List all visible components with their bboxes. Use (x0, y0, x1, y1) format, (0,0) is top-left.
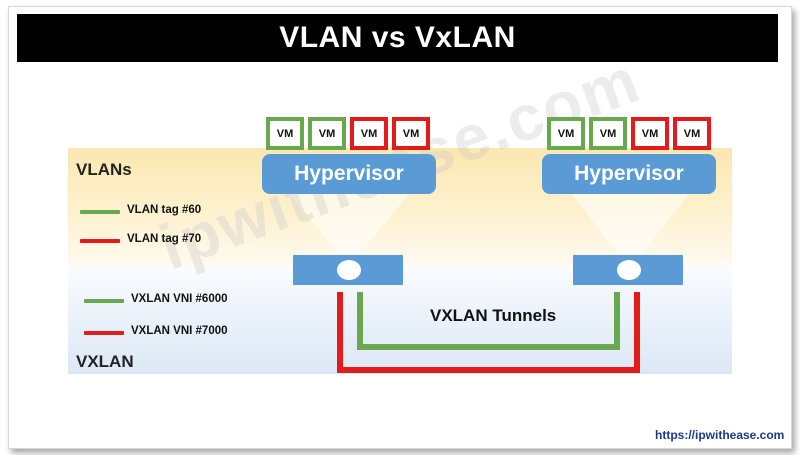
legend-line-vni-6000 (84, 299, 124, 303)
funnel-right (570, 193, 690, 255)
legend-vni-6000: VXLAN VNI #6000 (131, 293, 228, 305)
vm-right-2: VM (589, 117, 627, 150)
vtep-switch-right (573, 255, 683, 285)
legend-line-vlan-70 (80, 239, 120, 243)
tunnel-red (337, 292, 640, 373)
vxlan-section-label: VXLAN (76, 352, 134, 371)
funnel-left (288, 193, 410, 255)
vm-left-1: VM (266, 117, 304, 150)
hypervisor-left: Hypervisor (262, 154, 436, 194)
tunnel-green (357, 292, 620, 350)
legend-line-vni-7000 (84, 331, 124, 335)
legend-line-vlan-60 (80, 210, 120, 214)
legend-vlan-70: VLAN tag #70 (127, 233, 202, 245)
vm-right-1: VM (547, 117, 585, 150)
hypervisor-right: Hypervisor (542, 154, 716, 194)
page-title: VLAN vs VxLAN (279, 21, 516, 54)
tunnel-label: VXLAN Tunnels (430, 306, 557, 325)
legend-vni-7000: VXLAN VNI #7000 (131, 325, 228, 337)
footer-url[interactable]: https://ipwithease.com (655, 428, 785, 442)
title-bar: VLAN vs VxLAN (17, 14, 778, 62)
vm-right-3: VM (631, 117, 669, 150)
vm-left-2: VM (308, 117, 346, 150)
legend-vlan-60: VLAN tag #60 (127, 204, 202, 216)
vm-left-4: VM (392, 117, 430, 150)
vm-right-4: VM (673, 117, 711, 150)
vtep-port-right (617, 260, 641, 280)
vm-left-3: VM (350, 117, 388, 150)
vtep-switch-left (293, 255, 403, 285)
vtep-port-left (337, 260, 361, 280)
vlan-section-label: VLANs (76, 160, 132, 179)
